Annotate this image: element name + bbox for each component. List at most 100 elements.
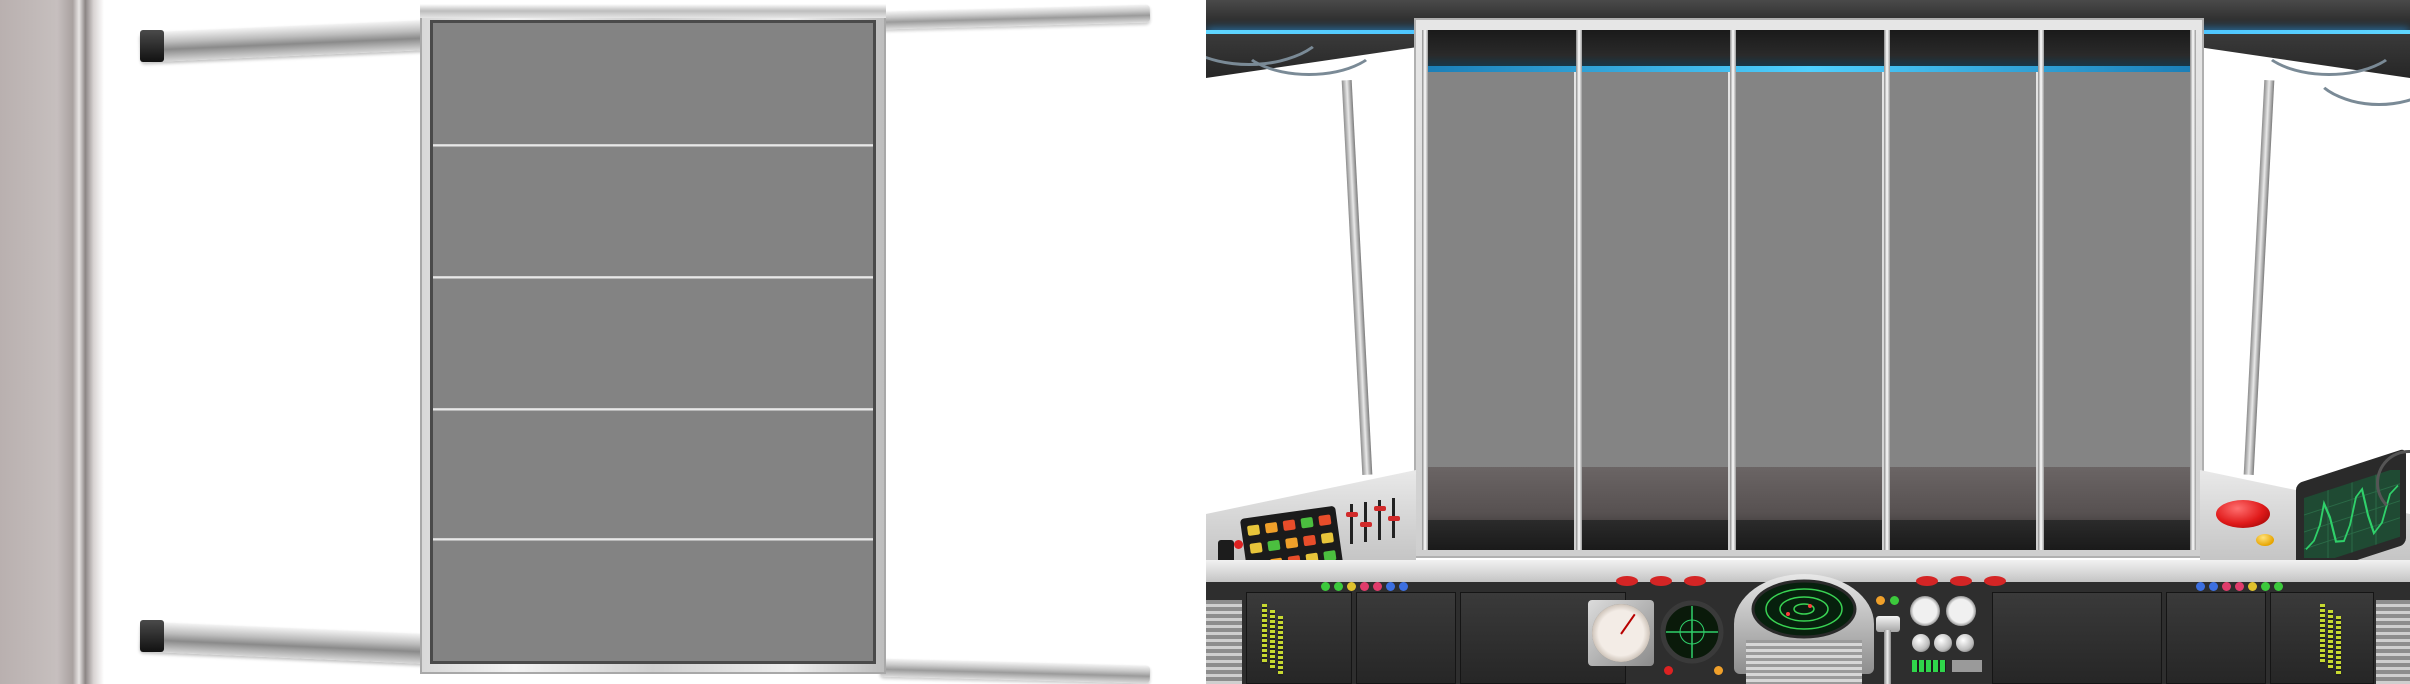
panel-divider: [1422, 30, 1428, 550]
level-meter: [1278, 616, 1283, 676]
panel-divider: [2038, 30, 2044, 550]
status-led: [1386, 582, 1395, 591]
led-button[interactable]: [1285, 537, 1299, 549]
red-top-button[interactable]: [1916, 576, 1938, 586]
oscilloscope-screen: [2304, 470, 2400, 558]
lower-bar: [1890, 520, 2036, 550]
screen-divider: [433, 275, 873, 280]
slider-knob[interactable]: [1388, 516, 1400, 521]
status-led: [2209, 582, 2218, 591]
status-led-row-right: [2196, 582, 2296, 592]
led-button[interactable]: [1302, 534, 1317, 547]
console-block: [1992, 592, 2162, 684]
upper-bar-end-cap: [140, 30, 164, 62]
led-button[interactable]: [1246, 524, 1261, 536]
lower-bar: [1428, 520, 1574, 550]
red-top-button[interactable]: [1616, 576, 1638, 586]
radar-grille: [1746, 640, 1862, 684]
status-led: [2222, 582, 2231, 591]
led-button[interactable]: [1300, 516, 1314, 529]
status-led: [2248, 582, 2257, 591]
control-knob[interactable]: [1956, 634, 1974, 652]
window-strut-right: [2243, 80, 2275, 475]
slider-panel: [1342, 498, 1404, 548]
console-block: [2166, 592, 2266, 684]
status-led: [1334, 582, 1343, 591]
lower-bar-end-cap: [140, 620, 164, 652]
side-view-panel: [0, 0, 1170, 684]
red-top-button[interactable]: [1950, 576, 1972, 586]
led-button[interactable]: [1320, 532, 1335, 544]
lower-bar: [2044, 520, 2190, 550]
indicator-led: [1890, 596, 1899, 605]
view-panel-4: [1890, 72, 2036, 467]
scope-led: [1664, 666, 1673, 675]
throttle-lever[interactable]: [1872, 616, 1902, 684]
slider-knob[interactable]: [1360, 522, 1372, 527]
header-strip-glow: [1428, 66, 2190, 72]
led-button[interactable]: [1282, 519, 1296, 531]
header-strip: [1428, 30, 2190, 72]
status-led: [1321, 582, 1330, 591]
upper-right-support-bar: [879, 4, 1151, 30]
control-knob[interactable]: [1912, 634, 1930, 652]
small-dial: [1910, 596, 1940, 626]
wall-edge: [0, 0, 104, 684]
slider-track: [1378, 500, 1381, 540]
red-top-button[interactable]: [1984, 576, 2006, 586]
indicator-led: [1876, 596, 1885, 605]
cockpit-view-panel: [1206, 0, 2410, 684]
left-vent: [1206, 600, 1242, 684]
lower-bar: [1736, 520, 1882, 550]
alarm-led: [1234, 540, 1243, 549]
level-meter: [2336, 616, 2341, 676]
slider-knob[interactable]: [1346, 512, 1358, 517]
side-screen: [430, 20, 876, 664]
panel-divider: [1730, 30, 1736, 550]
frame-top-stripe: [420, 4, 886, 18]
green-led-readout: [1912, 660, 1946, 672]
lower-right-support-bar: [879, 658, 1151, 684]
lever-handle[interactable]: [1876, 616, 1900, 632]
red-top-button[interactable]: [1650, 576, 1672, 586]
red-button-cluster-right: [1906, 576, 2016, 588]
ceiling-cable: [1236, 0, 1382, 76]
gauge-cluster: [1906, 592, 1992, 684]
red-top-button[interactable]: [1684, 576, 1706, 586]
led-button[interactable]: [1267, 539, 1281, 552]
window-strut-left: [1341, 80, 1373, 475]
led-button[interactable]: [1249, 542, 1263, 554]
right-vent: [2376, 600, 2410, 684]
status-led: [2261, 582, 2270, 591]
small-dial: [1946, 596, 1976, 626]
slider-track: [1350, 504, 1353, 544]
emergency-button[interactable]: [2216, 500, 2270, 528]
control-knob[interactable]: [1934, 634, 1952, 652]
view-panel-5: [2044, 72, 2190, 467]
lower-support-bar: [139, 621, 441, 665]
scope-led: [1714, 666, 1723, 675]
led-button[interactable]: [1264, 521, 1279, 534]
status-led: [2274, 582, 2283, 591]
panel-divider: [1576, 30, 1582, 550]
radar-screen: [1751, 579, 1857, 639]
led-button[interactable]: [1318, 514, 1332, 526]
level-meter: [1262, 604, 1267, 664]
status-led: [1347, 582, 1356, 591]
slider-knob[interactable]: [1374, 506, 1386, 511]
status-led: [2235, 582, 2244, 591]
status-led: [1360, 582, 1369, 591]
lever-shaft: [1884, 630, 1891, 684]
status-led-row-left: [1321, 582, 1421, 592]
console-block: [1356, 592, 1456, 684]
display-slot: [1952, 660, 1982, 672]
status-led: [1373, 582, 1382, 591]
aux-button[interactable]: [2256, 534, 2274, 546]
screen-divider: [433, 407, 873, 412]
level-meter: [1270, 610, 1275, 670]
view-panel-2: [1582, 72, 1728, 467]
status-led: [2196, 582, 2205, 591]
panel-divider: [2190, 30, 2196, 550]
screen-divider: [433, 143, 873, 148]
panel-divider: [1884, 30, 1890, 550]
